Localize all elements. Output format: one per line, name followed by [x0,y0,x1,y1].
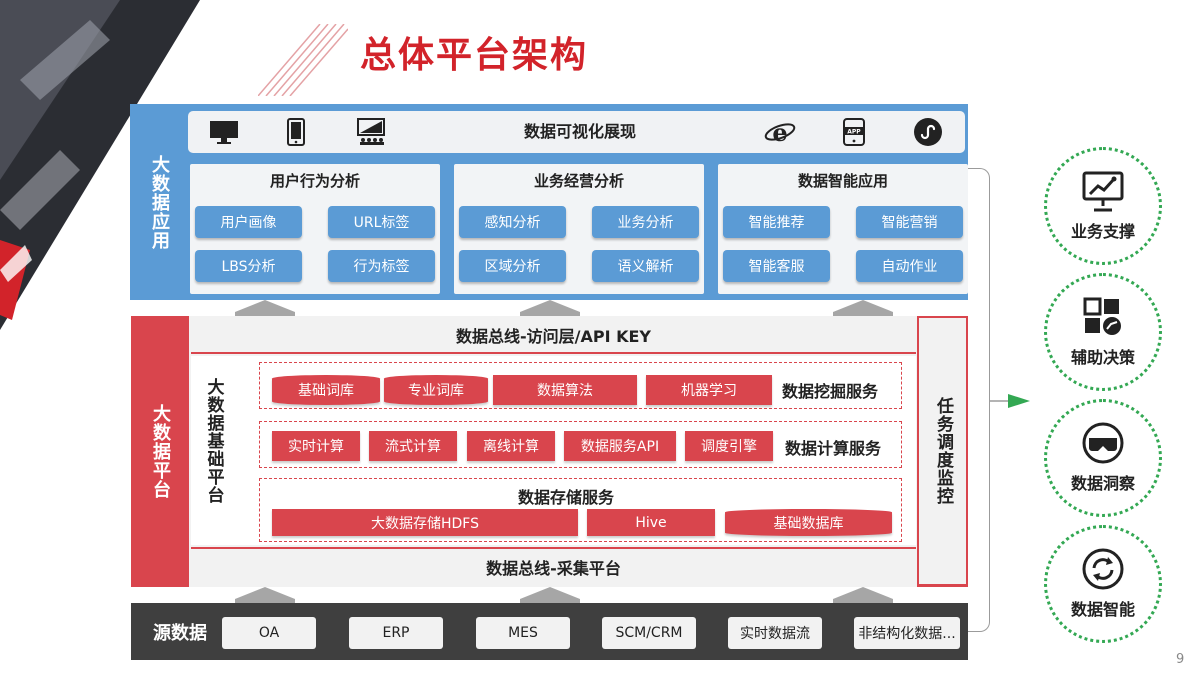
right-bracket [968,168,990,632]
service-item[interactable]: 基础词库 [272,375,380,405]
up-arrow [520,587,580,603]
panel-title: 数据智能应用 [797,172,888,190]
outcome-label: 辅助决策 [1070,348,1135,367]
source-item[interactable]: SCM/CRM [602,617,696,649]
service-item[interactable]: 数据服务API [564,431,676,461]
app-item[interactable]: 自动作业 [856,250,963,282]
panel-title: 用户行为分析 [269,172,360,190]
ie-browser-icon: e [764,117,796,147]
monitor-divider [917,318,919,584]
service-item[interactable]: 数据算法 [493,375,637,405]
source-item[interactable]: 实时数据流 [728,617,822,649]
source-item[interactable]: MES [476,617,570,649]
outcome-data-intelligence[interactable]: 数据智能 [1044,525,1162,643]
mining-service-label: 数据挖掘服务 [782,382,879,401]
app-item[interactable]: LBS分析 [195,250,302,282]
outcome-decision-support[interactable]: 辅助决策 [1044,273,1162,391]
panel-title: 业务经营分析 [533,172,624,190]
page-number: 9 [1176,652,1185,667]
app-item[interactable]: 智能推荐 [723,206,830,238]
task-monitor-label: 任务调度监控 [919,318,966,584]
up-arrow [520,300,580,316]
service-item[interactable]: Hive [587,509,715,536]
outcome-label: 业务支撑 [1070,222,1135,241]
service-item[interactable]: 流式计算 [369,431,457,461]
service-item[interactable]: 基础数据库 [725,509,892,536]
smartphone-icon [280,117,312,147]
service-item[interactable]: 调度引擎 [685,431,773,461]
app-item[interactable]: 行为标签 [328,250,435,282]
visualization-bar [188,111,965,153]
app-item[interactable]: 感知分析 [459,206,566,238]
app-item[interactable]: 智能客服 [723,250,830,282]
service-item[interactable]: 离线计算 [467,431,555,461]
title-stripes [258,24,348,96]
app-layer-label: 大数据应用 [149,154,170,250]
source-item[interactable]: OA [222,617,316,649]
up-arrow [833,587,893,603]
outcome-label: 数据智能 [1070,600,1135,619]
panel-business-analysis: 业务经营分析 感知分析 业务分析 区域分析 语义解析 [454,164,704,294]
green-arrow-icon [990,394,1030,408]
monitor-icon [208,117,240,147]
service-item[interactable]: 实时计算 [272,431,360,461]
source-item[interactable]: ERP [349,617,443,649]
storage-service-label: 数据存储服务 [518,488,615,507]
svg-text:APP: APP [847,129,861,136]
app-item[interactable]: 用户画像 [195,206,302,238]
bus-collection-platform: 数据总线-采集平台 [191,547,916,584]
up-arrow [235,587,295,603]
outcome-label: 数据洞察 [1070,474,1135,493]
up-arrow [833,300,893,316]
visualization-title: 数据可视化展现 [523,122,636,141]
source-layer-label: 源数据 [153,622,207,644]
sync-cycle-icon [1082,548,1124,590]
mini-program-icon [912,117,944,147]
service-item[interactable]: 机器学习 [646,375,772,405]
app-item[interactable]: 区域分析 [459,250,566,282]
compute-service-label: 数据计算服务 [785,439,882,458]
vr-glasses-icon [1082,422,1124,464]
app-icon: APP [838,117,870,147]
platform-layer-label: 大数据平台 [131,316,189,587]
base-platform-label: 大数据基础平台 [203,378,224,504]
outcome-business-support[interactable]: 业务支撑 [1044,147,1162,265]
up-arrow [235,300,295,316]
panel-data-intelligence: 数据智能应用 智能推荐 智能营销 智能客服 自动作业 [718,164,968,294]
dashboard-grid-icon [1083,297,1121,335]
meeting-screen-icon [355,117,387,147]
panel-user-behavior: 用户行为分析 用户画像 URL标签 LBS分析 行为标签 [190,164,440,294]
app-item[interactable]: 业务分析 [592,206,699,238]
service-item[interactable]: 专业词库 [384,375,488,405]
page-title: 总体平台架构 [360,35,589,76]
app-item[interactable]: URL标签 [328,206,435,238]
source-item[interactable]: 非结构化数据... [854,617,960,649]
app-item[interactable]: 智能营销 [856,206,963,238]
outcome-data-insight[interactable]: 数据洞察 [1044,399,1162,517]
bus-access-layer: 数据总线-访问层/API KEY [191,318,916,354]
service-item[interactable]: 大数据存储HDFS [272,509,578,536]
corner-decoration [0,0,200,330]
app-item[interactable]: 语义解析 [592,250,699,282]
svg-text:e: e [772,118,787,147]
presentation-chart-icon [1082,171,1124,212]
